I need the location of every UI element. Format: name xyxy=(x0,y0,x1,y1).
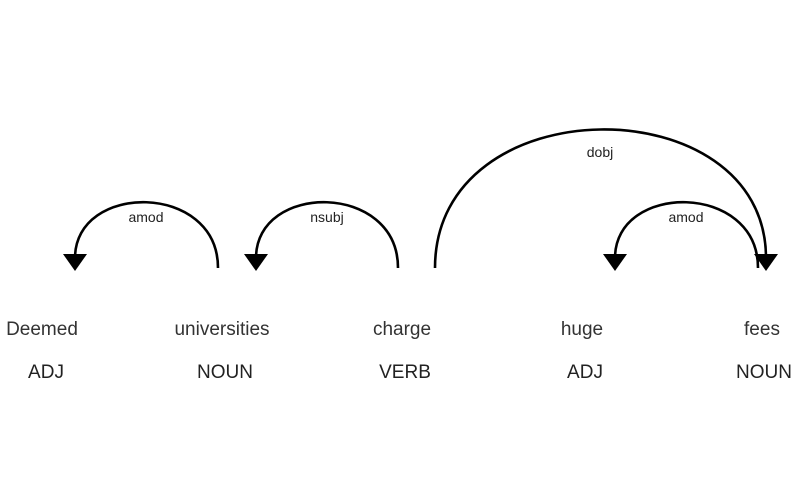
token-word: charge xyxy=(373,319,431,340)
arrowhead-icon xyxy=(63,254,87,271)
token-word: universities xyxy=(174,319,269,340)
arc-curve xyxy=(73,200,220,269)
arc-label-amod: amod xyxy=(668,209,703,225)
token-pos-tag: NOUN xyxy=(197,362,253,383)
arc-curve xyxy=(254,200,400,269)
arrowhead-icon xyxy=(244,254,268,271)
token-pos-tag: NOUN xyxy=(736,362,792,383)
arrowhead-icon xyxy=(754,254,778,271)
arc-curve xyxy=(613,200,760,269)
token-word: huge xyxy=(561,319,603,340)
tag-row: ADJ NOUN VERB ADJ NOUN xyxy=(28,362,792,383)
arc-label-amod: amod xyxy=(128,209,163,225)
arc-label-nsubj: nsubj xyxy=(310,209,343,225)
arrowhead-icon xyxy=(603,254,627,271)
token-pos-tag: ADJ xyxy=(567,362,603,383)
arc-nsubj-charge-universities: nsubj xyxy=(244,200,400,271)
token-row: Deemed universities charge huge fees xyxy=(6,319,780,340)
token-word: fees xyxy=(744,319,780,340)
arc-amod-universities-deemed: amod xyxy=(63,200,220,271)
arc-amod-fees-huge: amod xyxy=(603,200,760,271)
arc-curve xyxy=(433,128,768,269)
token-word: Deemed xyxy=(6,319,78,340)
token-pos-tag: VERB xyxy=(379,362,431,383)
arc-label-dobj: dobj xyxy=(587,144,613,160)
arc-dobj-charge-fees: dobj xyxy=(433,128,778,271)
token-pos-tag: ADJ xyxy=(28,362,64,383)
